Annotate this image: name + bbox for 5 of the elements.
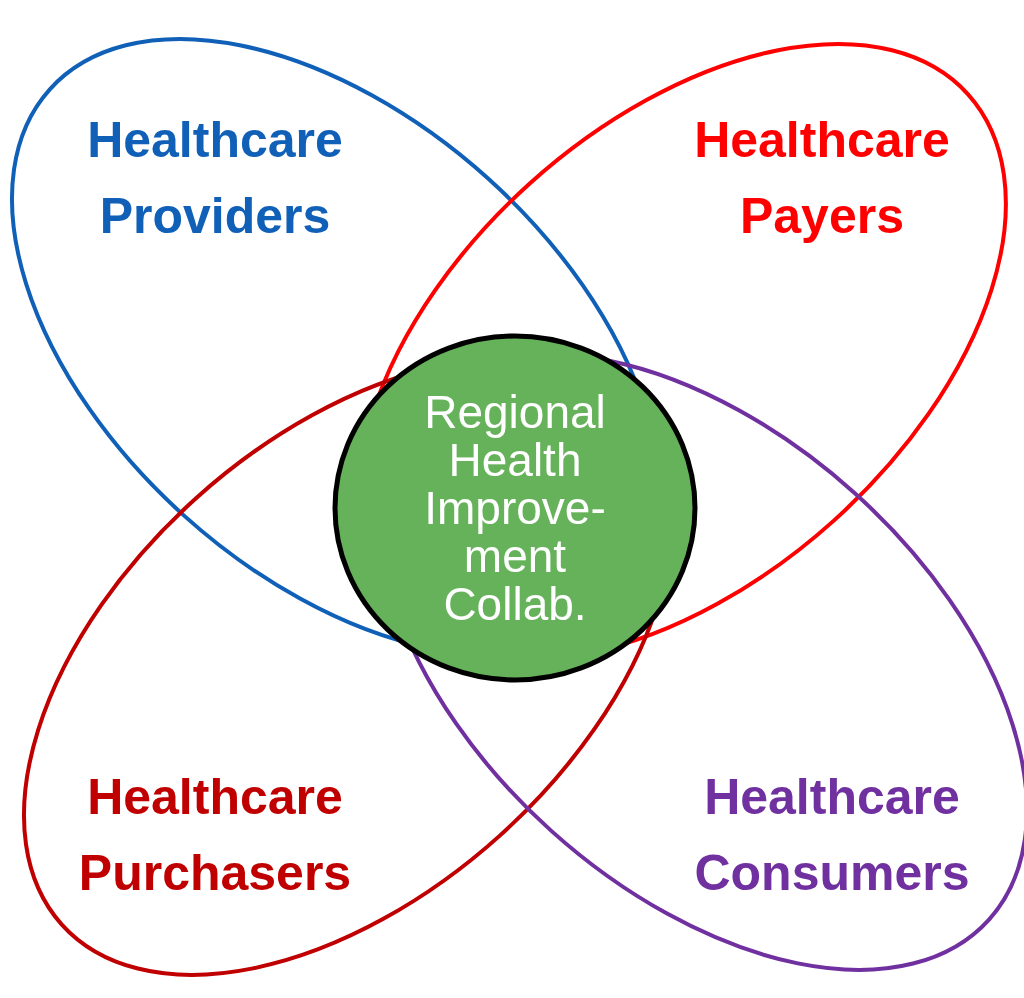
group-heading: Healthcare Providers [86,111,344,246]
group-heading: Healthcare Payers [693,111,951,246]
group-heading: Healthcare Consumers [693,768,971,903]
center-label: Regional Health Improve- ment Collab. [423,388,607,628]
group-heading: Healthcare Purchasers [77,768,353,903]
